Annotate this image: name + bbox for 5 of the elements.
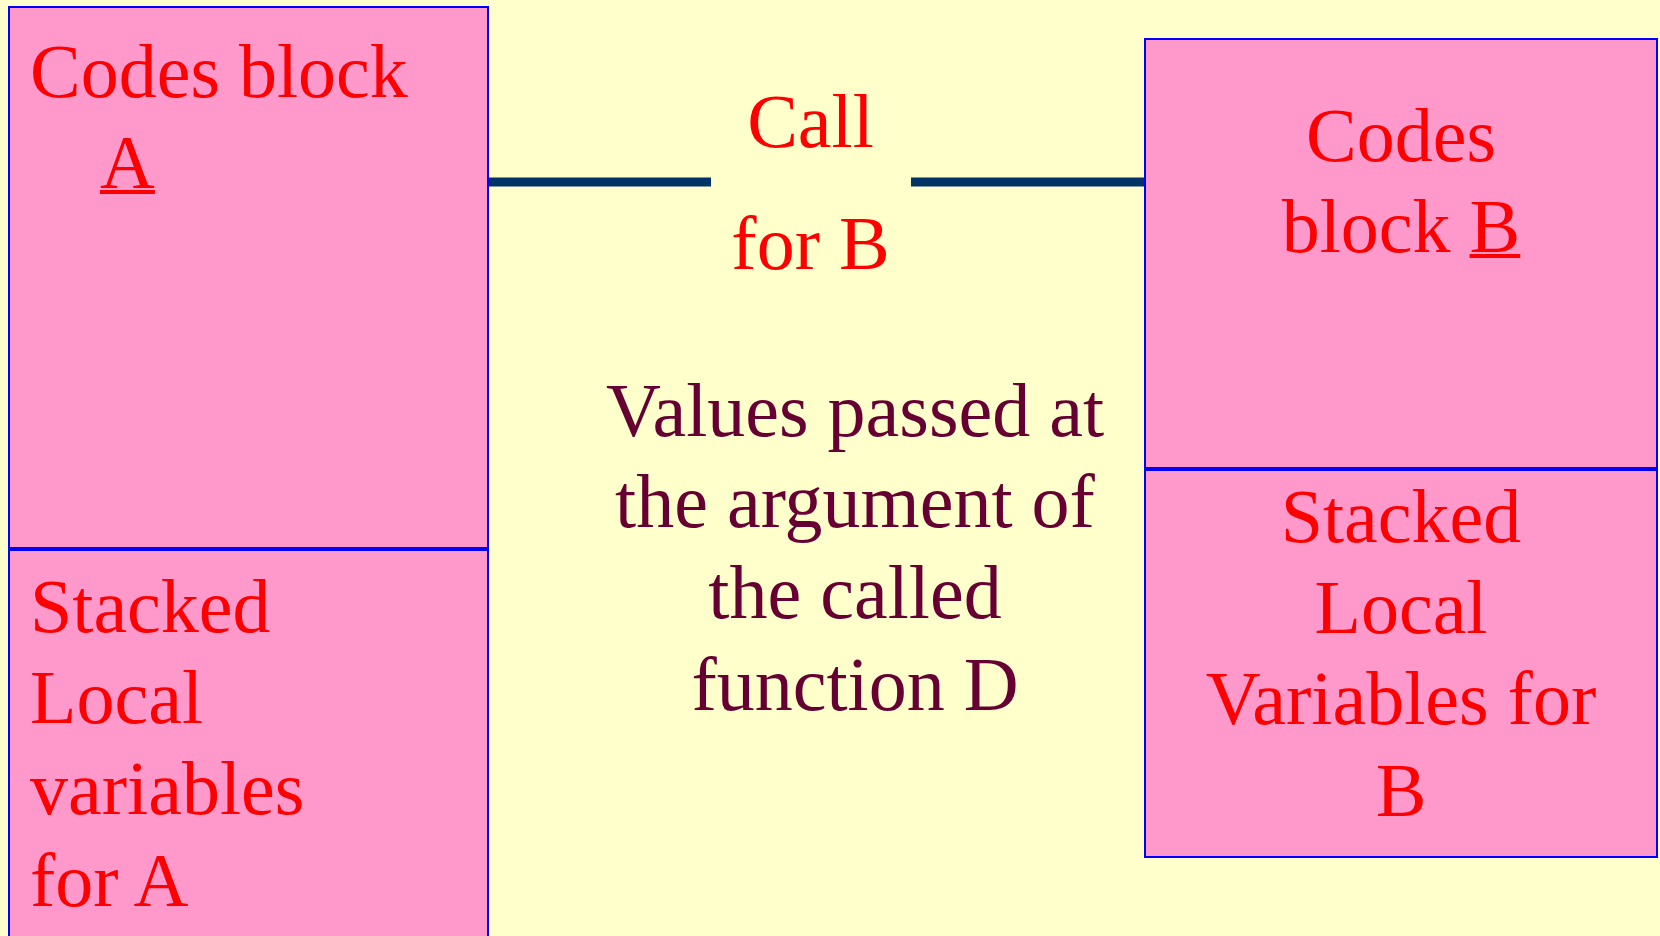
note-text: Values passed at the argument of the called function D — [604, 367, 1106, 728]
text-box: Stacked Local Variables for B — [1144, 469, 1658, 858]
text-box: Stacked Local variables for A — [8, 549, 489, 936]
text-box: Codes block B — [1144, 38, 1658, 469]
text-box: Codes block A — [8, 6, 489, 549]
